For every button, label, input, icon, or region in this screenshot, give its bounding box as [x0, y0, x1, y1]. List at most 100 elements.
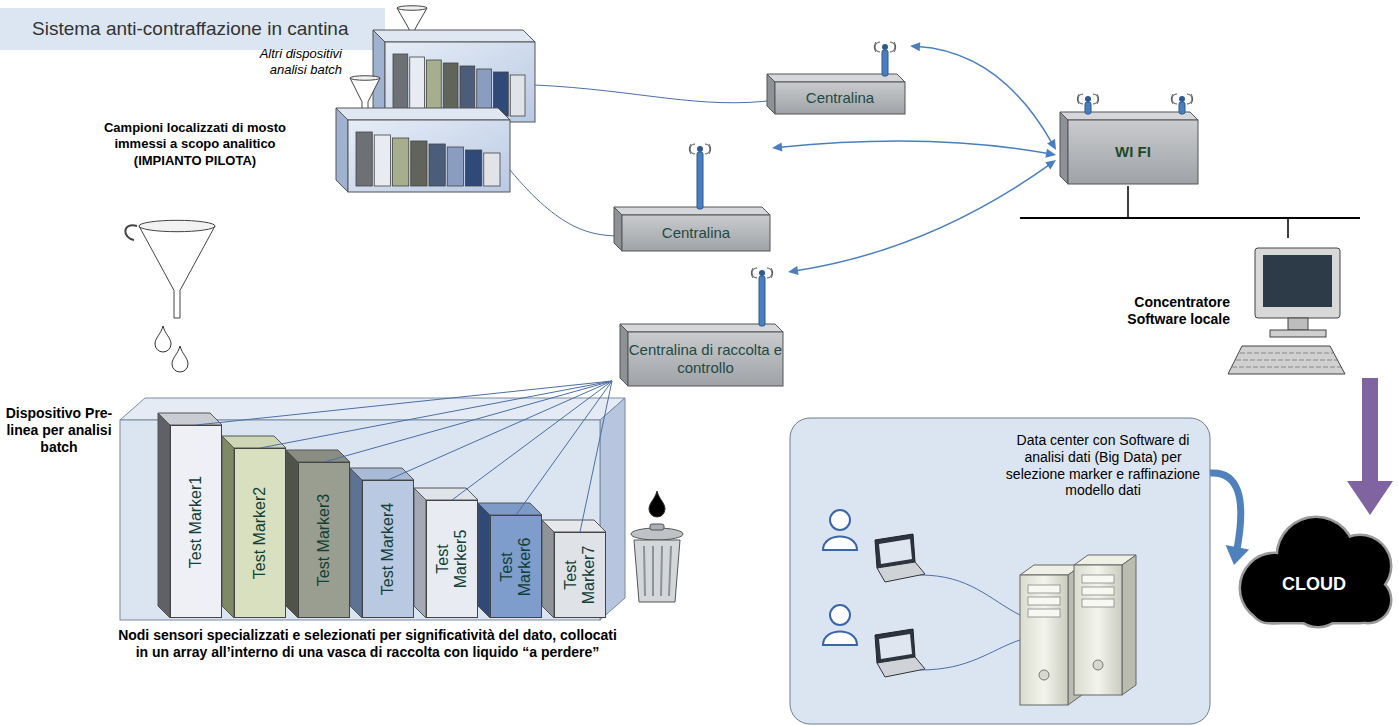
batch-device-top: [336, 108, 510, 120]
server-side: [1122, 555, 1136, 695]
wifi-access-point: WI FI: [1056, 90, 1202, 186]
monitor-base: [1270, 330, 1326, 337]
keyboard-keys: [1232, 367, 1341, 368]
device-wire: [535, 85, 776, 103]
antenna: [759, 276, 765, 326]
annotation-label: Altri dispositivi analisi batch: [236, 46, 342, 79]
monitor-screen: [1263, 255, 1332, 307]
title-band: [0, 8, 385, 50]
marker-label: Test Marker2: [251, 433, 269, 633]
marker-label: Test Marker6: [498, 531, 535, 603]
signal-arc: [689, 144, 691, 154]
funnel-hook: [125, 225, 137, 240]
batch-device-side: [336, 108, 348, 192]
drop: [155, 326, 171, 352]
trash-rib: [661, 546, 662, 596]
flow-arrow: [1362, 378, 1378, 488]
connector: [260, 381, 612, 448]
test-marker: Test Marker6: [490, 515, 542, 618]
control-unit-side: [614, 207, 622, 251]
server-bay: [1082, 599, 1114, 607]
marker-block-side: [158, 413, 170, 618]
arrowhead: [1226, 545, 1250, 565]
user-head: [830, 510, 850, 530]
collection-control-unit: Centralina di raccolta e controllo: [612, 262, 788, 389]
signal-arc: [771, 268, 773, 278]
control-unit-front: [628, 332, 783, 386]
panel-ground: [790, 418, 1210, 724]
server-bay: [1028, 597, 1060, 605]
server-button: [1039, 670, 1049, 680]
arrowhead: [1347, 481, 1393, 515]
small-funnel: [350, 78, 380, 112]
control-unit: Centralina: [612, 140, 772, 252]
connector: [1128, 186, 1288, 238]
connector: [260, 381, 612, 448]
control-unit-side: [620, 324, 628, 386]
connector: [788, 160, 1056, 275]
signal-arc: [875, 42, 880, 52]
wifi-box-side: [1060, 112, 1068, 184]
node-text: Concentratore Software locale: [1118, 294, 1230, 328]
connector: [910, 42, 1056, 150]
connector: [1210, 473, 1249, 565]
signal-arc: [874, 42, 876, 52]
connector: [772, 141, 1056, 158]
local-concentrator: Concentratore Software locale: [1118, 238, 1394, 378]
signal-arc: [1191, 94, 1193, 104]
server-button: [1093, 660, 1103, 670]
node-text: Centralina: [622, 215, 770, 251]
signal-arc: [690, 144, 695, 154]
trash-handle: [650, 524, 664, 530]
signal-arc: [752, 268, 757, 278]
connector: [452, 381, 612, 500]
server-front: [1074, 565, 1122, 695]
title-text: Sistema anti-contraffazione in cantina: [32, 8, 349, 50]
arrowhead: [910, 42, 920, 51]
marker-label: Test Marker1: [187, 422, 205, 622]
marker-block-side: [478, 503, 490, 618]
trash-rib: [652, 546, 654, 596]
keyboard-keys: [1236, 360, 1337, 361]
signal-arc: [1187, 94, 1192, 104]
trash-rib: [669, 546, 671, 596]
antenna: [882, 50, 888, 76]
trash-rib: [644, 546, 645, 596]
antenna-tip: [882, 44, 888, 50]
arrowhead: [1045, 160, 1056, 169]
funnel: [139, 226, 215, 318]
keyboard: [1228, 346, 1345, 374]
pre-line-device: Dispositivo Pre-linea per analisi batchN…: [0, 393, 628, 711]
signal-arc: [1171, 94, 1173, 104]
signal-arc: [894, 42, 896, 52]
server-bay: [1082, 587, 1114, 595]
flow-arrow: [1210, 473, 1241, 551]
antenna-tip: [759, 270, 765, 276]
connector: [388, 381, 612, 480]
antenna-tip: [697, 146, 703, 152]
antenna: [697, 152, 703, 209]
batch-slab: [393, 54, 408, 116]
marker-label: Test Marker3: [315, 440, 333, 640]
antenna: [1179, 102, 1185, 114]
server-bay: [1082, 575, 1114, 583]
lan-wire: [920, 575, 1020, 615]
batch-slab: [411, 141, 427, 186]
connector: [796, 165, 1050, 271]
control-unit-side: [767, 74, 775, 114]
data-center-panel: Data center con Software di analisi dati…: [790, 418, 1210, 724]
funnel-rim: [139, 220, 215, 231]
cloud-shape: CLOUD: [1232, 515, 1396, 625]
marker-block-side: [542, 520, 554, 618]
connector: [918, 47, 1052, 144]
server-bay: [1028, 585, 1060, 593]
marker-label: Test Marker4: [379, 449, 397, 649]
drop: [172, 346, 188, 372]
batch-slab: [466, 150, 482, 186]
laptop-keyboard: [877, 562, 925, 582]
batch-slab: [510, 75, 525, 116]
control-unit-front: [622, 215, 770, 251]
connector: [452, 381, 612, 500]
marker-block-side: [222, 436, 234, 618]
connector: [780, 141, 1048, 154]
